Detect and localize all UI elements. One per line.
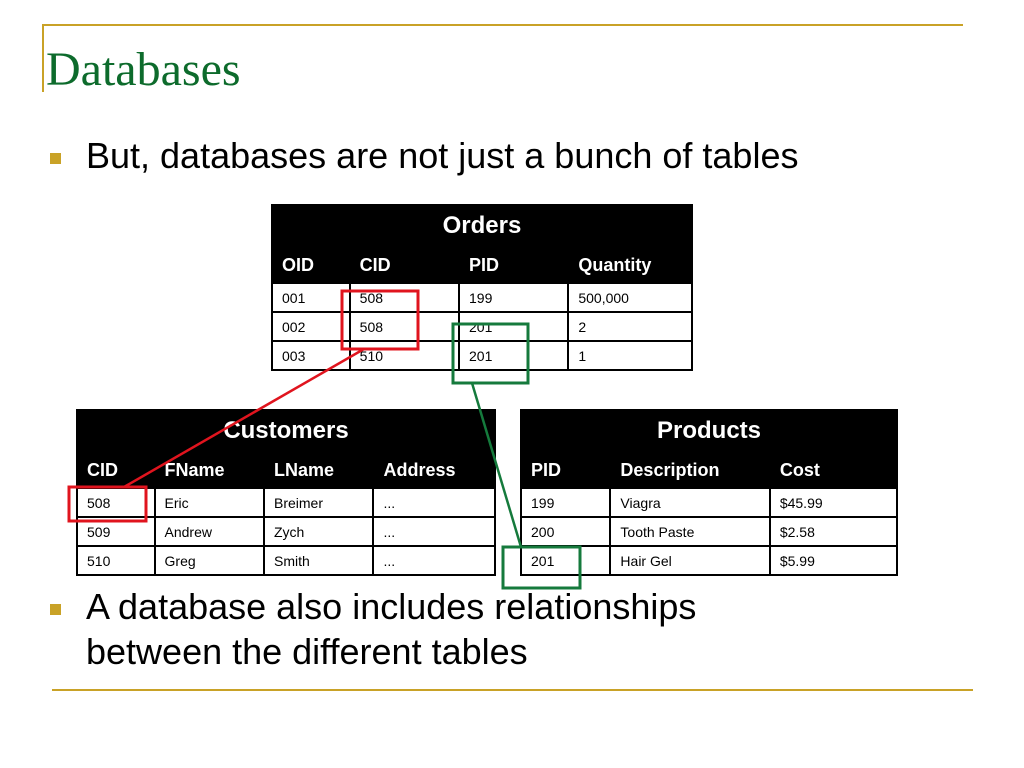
table-cell: Viagra: [609, 487, 771, 518]
table-cell: 500,000: [567, 282, 693, 313]
table-row: 003 510 201 1: [271, 340, 693, 371]
bottom-rule: [52, 689, 973, 691]
table-cell: Breimer: [262, 487, 375, 518]
bullet-text-2-line-2: between the different tables: [86, 631, 528, 672]
table-cell: 001: [271, 282, 351, 313]
table-cell: 510: [348, 340, 461, 371]
customers-col-address: Address: [373, 453, 495, 488]
orders-col-cid: CID: [349, 248, 460, 283]
table-cell: $5.99: [768, 545, 899, 576]
table-cell: $45.99: [768, 487, 899, 518]
table-cell: 508: [348, 311, 461, 342]
orders-table-title: Orders: [272, 204, 692, 248]
products-col-pid: PID: [521, 453, 611, 488]
bullet-text-1: But, databases are not just a bunch of t…: [86, 135, 799, 176]
table-cell: 199: [458, 282, 570, 313]
customers-table: Customers CID FName LName Address 508 Er…: [76, 409, 496, 576]
customers-col-fname: FName: [154, 453, 264, 488]
table-cell: 200: [519, 516, 612, 547]
table-cell: 201: [458, 340, 570, 371]
left-rule: [42, 24, 44, 92]
table-cell: 003: [271, 340, 351, 371]
table-row: 200 Tooth Paste $2.58: [519, 516, 899, 547]
bullet-square-icon: [50, 153, 61, 164]
customers-table-title: Customers: [77, 409, 495, 453]
table-cell: 508: [348, 282, 461, 313]
products-col-description: Description: [610, 453, 770, 488]
orders-col-quantity: Quantity: [568, 248, 692, 283]
bullet-text-2-line-1: A database also includes relationships: [86, 586, 697, 627]
customers-col-cid: CID: [77, 453, 155, 488]
table-cell: 510: [76, 545, 156, 576]
table-cell: 201: [519, 545, 612, 576]
table-row: 201 Hair Gel $5.99: [519, 545, 899, 576]
table-cell: ...: [372, 487, 496, 518]
table-cell: Eric: [153, 487, 266, 518]
table-cell: ...: [372, 516, 496, 547]
top-rule: [42, 24, 963, 26]
products-table-title: Products: [521, 409, 897, 453]
table-cell: Greg: [153, 545, 266, 576]
table-cell: Hair Gel: [609, 545, 771, 576]
table-row: 508 Eric Breimer ...: [76, 487, 496, 518]
products-col-cost: Cost: [769, 453, 897, 488]
table-row: 509 Andrew Zych ...: [76, 516, 496, 547]
orders-col-pid: PID: [459, 248, 569, 283]
table-cell: 199: [519, 487, 612, 518]
table-row: 199 Viagra $45.99: [519, 487, 899, 518]
table-cell: 002: [271, 311, 351, 342]
table-cell: 201: [458, 311, 570, 342]
table-cell: ...: [372, 545, 496, 576]
products-table: Products PID Description Cost 199 Viagra…: [519, 409, 899, 576]
table-cell: 2: [567, 311, 693, 342]
table-cell: Zych: [262, 516, 375, 547]
table-cell: Tooth Paste: [609, 516, 771, 547]
table-row: 002 508 201 2: [271, 311, 693, 342]
table-row: 001 508 199 500,000: [271, 282, 693, 313]
table-cell: Andrew: [153, 516, 266, 547]
table-cell: $2.58: [768, 516, 899, 547]
orders-table: Orders OID CID PID Quantity 001 508 199 …: [271, 204, 693, 371]
table-cell: Smith: [262, 545, 375, 576]
table-cell: 509: [76, 516, 156, 547]
table-cell: 508: [76, 487, 156, 518]
slide-title: Databases: [46, 43, 241, 96]
orders-col-oid: OID: [272, 248, 350, 283]
table-cell: 1: [567, 340, 693, 371]
customers-col-lname: LName: [264, 453, 374, 488]
bullet-square-icon: [50, 604, 61, 615]
table-row: 510 Greg Smith ...: [76, 545, 496, 576]
